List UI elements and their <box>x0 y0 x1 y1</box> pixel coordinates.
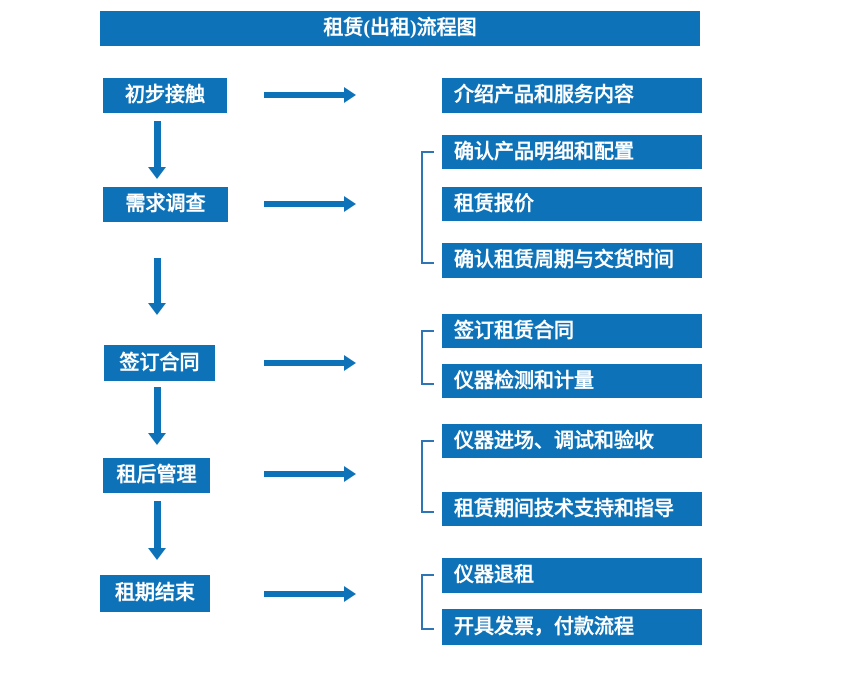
flowchart-title: 租赁(出租)流程图 <box>100 11 700 46</box>
detail-box-invoice-payment: 开具发票，付款流程 <box>442 609 702 645</box>
bracket-connector <box>421 574 434 630</box>
arrow-down-icon <box>148 121 166 179</box>
step-box-rental-end: 租期结束 <box>100 575 210 612</box>
detail-box-instrument-return: 仪器退租 <box>442 558 702 593</box>
bracket-connector <box>421 330 434 385</box>
arrow-down-icon <box>148 501 166 560</box>
arrow-right-icon <box>264 355 356 371</box>
detail-box-introduce-products: 介绍产品和服务内容 <box>442 78 702 113</box>
detail-box-rental-quote: 租赁报价 <box>442 187 702 221</box>
arrow-right-icon <box>264 87 356 103</box>
step-box-post-rental-management: 租后管理 <box>103 458 210 493</box>
step-box-sign-contract: 签订合同 <box>104 345 215 381</box>
arrow-down-icon <box>148 258 166 315</box>
bracket-connector <box>421 440 434 513</box>
detail-box-instrument-testing: 仪器检测和计量 <box>442 364 702 398</box>
arrow-right-icon <box>264 586 356 602</box>
arrow-down-icon <box>148 387 166 445</box>
step-box-initial-contact: 初步接触 <box>103 78 227 113</box>
detail-box-sign-rental-contract: 签订租赁合同 <box>442 314 702 348</box>
step-box-demand-survey: 需求调查 <box>103 187 228 222</box>
detail-box-instrument-setup: 仪器进场、调试和验收 <box>442 424 702 458</box>
arrow-right-icon <box>264 196 356 212</box>
arrow-right-icon <box>264 466 356 482</box>
bracket-connector <box>421 151 434 264</box>
detail-box-tech-support: 租赁期间技术支持和指导 <box>442 492 702 526</box>
detail-box-confirm-period-delivery: 确认租赁周期与交货时间 <box>442 243 702 278</box>
detail-box-confirm-product-config: 确认产品明细和配置 <box>442 135 702 169</box>
